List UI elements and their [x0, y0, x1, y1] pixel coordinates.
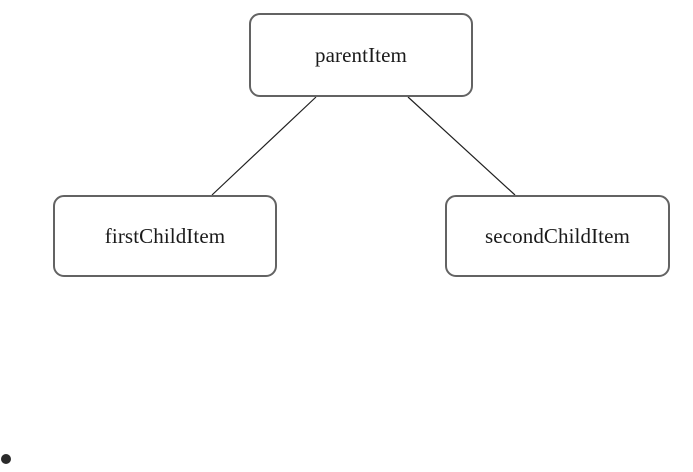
node-first-child-item-label: firstChildItem	[104, 223, 226, 248]
node-second-child-item[interactable]: secondChildItem	[445, 195, 670, 277]
node-first-child-item[interactable]: firstChildItem	[53, 195, 277, 277]
node-parent-item-label: parentItem	[315, 42, 407, 67]
node-parent-item[interactable]: parentItem	[249, 13, 473, 97]
edge-parent-to-second-child	[407, 96, 516, 196]
origin-dot-marker	[1, 454, 11, 464]
node-second-child-item-label: secondChildItem	[485, 223, 630, 248]
edge-parent-to-first-child	[211, 96, 317, 196]
